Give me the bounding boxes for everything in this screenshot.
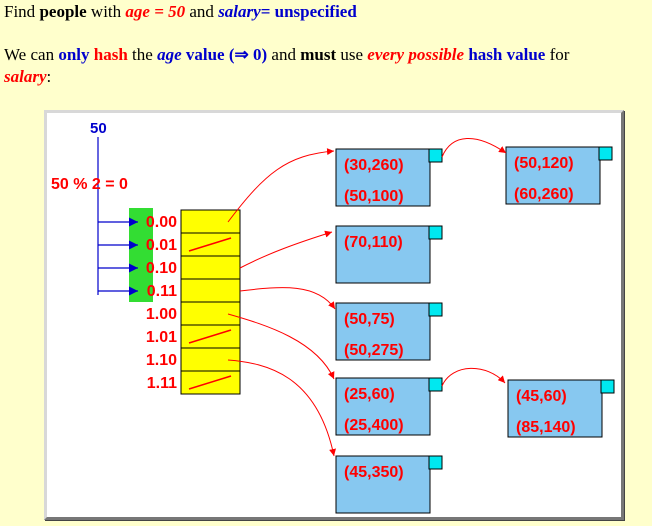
pointer-arrow-1.00	[227, 313, 335, 380]
overflow-pointer-cell	[598, 146, 613, 161]
hash-diagram: 50 50 % 2 = 0 0.00 0.01 0.10 0.11 1.00 1.01 1.10…	[51, 120, 615, 514]
bucket-record: (50,120)	[514, 155, 574, 172]
salary-word-2: salary	[4, 67, 47, 86]
overflow-pointer-cell	[428, 455, 443, 470]
bucket-box	[335, 225, 431, 284]
directory-cell	[180, 255, 241, 280]
directory-label: 0.01	[146, 237, 177, 254]
null-pointer-slash	[188, 237, 232, 252]
overflow-pointer-cell	[600, 379, 615, 394]
bucket-record: (30,260)	[344, 157, 404, 174]
colon: :	[46, 67, 52, 86]
directory-cell	[180, 278, 241, 303]
overflow-pointer-cell	[428, 377, 443, 392]
pointer-arrow-0.00	[227, 148, 335, 223]
bucket-record: (60,260)	[514, 186, 574, 203]
use-word: use	[340, 45, 364, 64]
bucket-record: (50,100)	[344, 188, 404, 205]
directory-label: 0.00	[146, 214, 177, 231]
only-word: only	[58, 45, 90, 64]
age-condition: age = 50	[125, 2, 186, 21]
bucket-record: (25,400)	[344, 417, 404, 434]
bucket-box	[335, 377, 431, 436]
overflow-pointer-cell	[428, 148, 443, 163]
bucket-box	[335, 455, 431, 514]
age-word: age	[157, 45, 182, 64]
null-pointer-slash	[188, 329, 232, 344]
hash-expression: 50 % 2 = 0	[51, 176, 128, 193]
must-word: must	[300, 45, 337, 64]
bucket-box	[505, 146, 601, 205]
directory-cell	[180, 347, 241, 372]
bucket-record: (50,275)	[344, 342, 404, 359]
overflow-pointer-cell	[428, 302, 443, 317]
bucket-record: (70,110)	[344, 234, 403, 251]
and-word: and	[189, 2, 214, 21]
bucket-record: (25,60)	[344, 386, 395, 403]
diagram-frame: 50 50 % 2 = 0 0.00 0.01 0.10 0.11 1.00 1.01 1.10…	[44, 110, 624, 520]
bucket-record: (85,140)	[516, 419, 576, 436]
every-possible-text: every possible	[367, 45, 465, 64]
directory-cell	[180, 301, 241, 326]
directory-label: 1.00	[146, 306, 177, 323]
with-word: with	[90, 2, 122, 21]
pointer-arrow-1.10	[227, 359, 336, 457]
directory-label: 0.11	[147, 283, 177, 300]
directory-label: 1.01	[146, 329, 177, 346]
null-pointer-slash	[188, 375, 232, 390]
title-line: Find people with age = 50 and salary= un…	[4, 2, 357, 22]
hash-word: hash	[93, 45, 128, 64]
for-word: for	[549, 45, 570, 64]
pointer-arrow-0.11	[239, 287, 336, 310]
bucket-record: (45,60)	[516, 388, 567, 405]
directory-cell	[180, 209, 241, 234]
pointer-arrow-0.10	[239, 230, 333, 269]
bucket-box	[335, 302, 431, 361]
bucket-box	[507, 379, 603, 438]
directory-label: 0.10	[146, 260, 177, 277]
overflow-arrow-1	[441, 138, 507, 158]
salary-condition: = unspecified	[260, 2, 357, 21]
directory-label: 1.10	[146, 352, 177, 369]
value-text: value (⇒ 0)	[185, 45, 268, 64]
salary-word: salary	[218, 2, 261, 21]
we-can-text: We can	[4, 45, 55, 64]
bucket-box	[335, 148, 431, 207]
overflow-arrow-2	[441, 367, 506, 387]
bucket-record: (45,350)	[344, 464, 404, 481]
people-word: people	[39, 2, 87, 21]
bucket-record: (50,75)	[344, 311, 395, 328]
age-value-label: 50	[90, 120, 107, 137]
directory-label: 1.11	[147, 375, 177, 392]
find-word: Find	[4, 2, 36, 21]
and-word-2: and	[271, 45, 296, 64]
explanation-paragraph: We can only hash the age value (⇒ 0) and…	[4, 44, 652, 88]
hash-value-text: hash value	[468, 45, 546, 64]
the-word: the	[132, 45, 153, 64]
overflow-pointer-cell	[428, 225, 443, 240]
